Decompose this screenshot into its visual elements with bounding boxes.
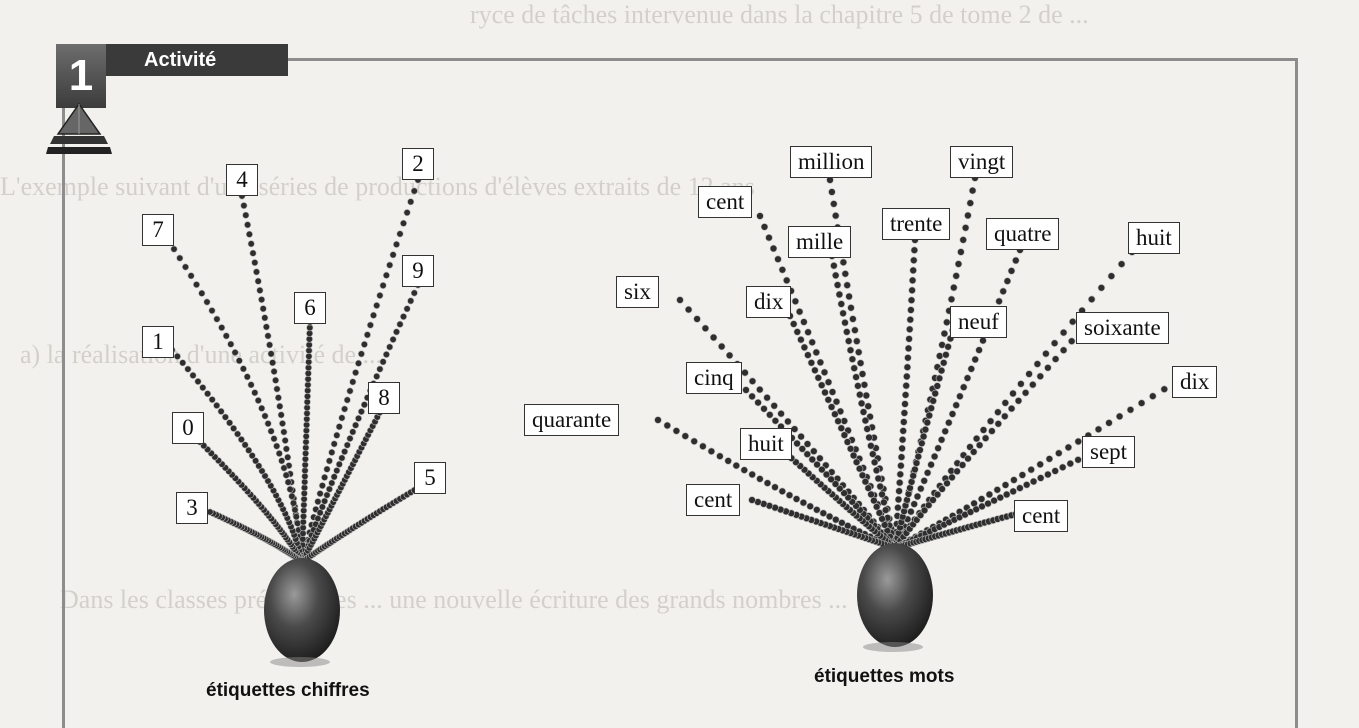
- number-label-8: 8: [368, 382, 400, 414]
- left-pot: [264, 558, 340, 662]
- number-label-9: 9: [402, 255, 434, 287]
- word-label-vingt: vingt: [950, 146, 1013, 178]
- number-label-4: 4: [226, 164, 258, 196]
- number-label-7: 7: [142, 214, 174, 246]
- number-label-3: 3: [176, 492, 208, 524]
- word-label-quarante: quarante: [524, 404, 619, 436]
- right-caption: étiquettes mots: [814, 666, 954, 688]
- word-label-huit: huit: [1128, 222, 1180, 254]
- number-label-6: 6: [294, 292, 326, 324]
- word-label-cent-2: cent: [686, 484, 740, 516]
- word-label-six: six: [616, 276, 659, 308]
- word-label-mille: mille: [788, 226, 851, 258]
- word-label-trente: trente: [882, 208, 950, 240]
- word-label-cent-3: cent: [1014, 500, 1068, 532]
- left-caption: étiquettes chiffres: [206, 680, 370, 702]
- word-label-dix: dix: [746, 286, 791, 318]
- number-label-2: 2: [402, 148, 434, 180]
- word-label-million: million: [790, 146, 872, 178]
- number-label-0: 0: [172, 412, 204, 444]
- word-label-cinq: cinq: [686, 362, 742, 394]
- word-label-sept: sept: [1082, 436, 1135, 468]
- word-label-dix-2: dix: [1172, 366, 1217, 398]
- word-label-cent: cent: [698, 186, 752, 218]
- number-label-5: 5: [414, 462, 446, 494]
- number-label-1: 1: [142, 326, 174, 358]
- right-pot: [857, 543, 933, 647]
- word-label-soixante: soixante: [1076, 312, 1169, 344]
- word-label-quatre: quatre: [986, 218, 1059, 250]
- word-label-huit-2: huit: [740, 428, 792, 460]
- word-label-neuf: neuf: [950, 306, 1007, 338]
